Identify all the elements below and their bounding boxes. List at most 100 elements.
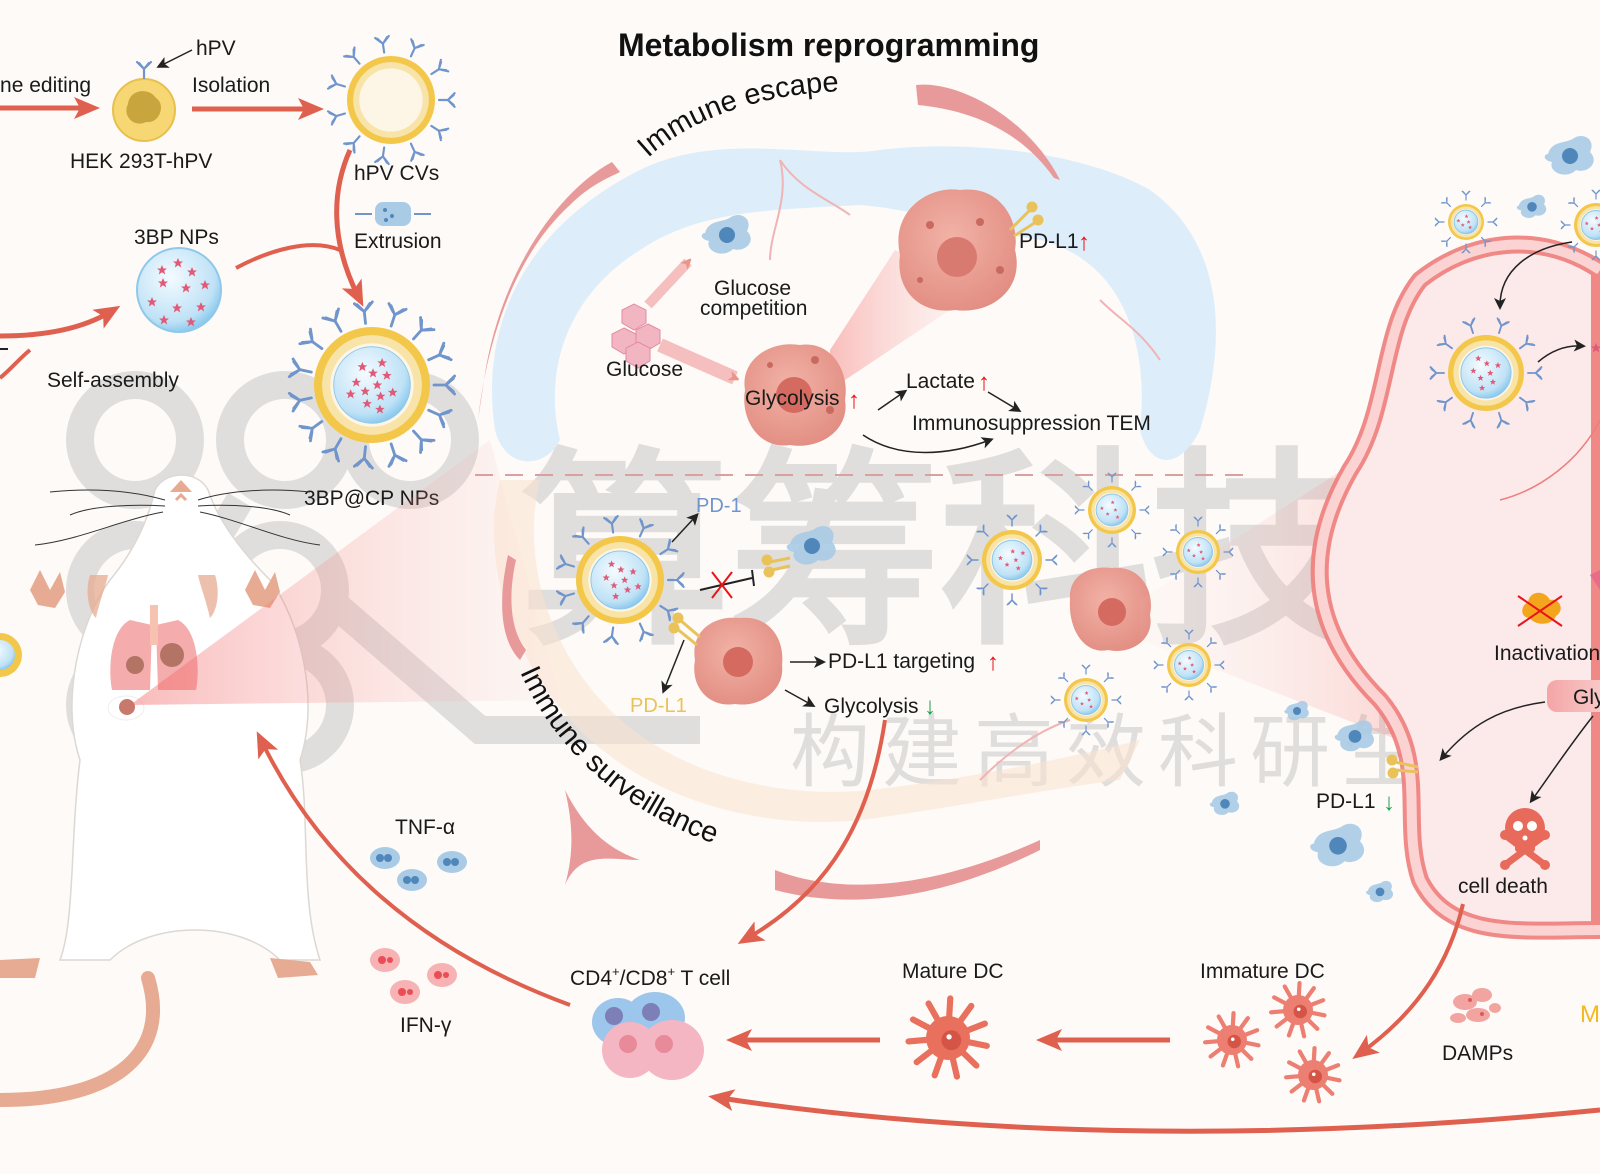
label-isolation: Isolation <box>192 74 270 97</box>
antibody-icon <box>1434 217 1445 227</box>
antibody-icon <box>403 38 425 61</box>
antibody-icon <box>381 302 408 331</box>
antibody-icon <box>1161 680 1174 693</box>
pink-band-right <box>916 84 1060 180</box>
antibody-icon <box>352 300 376 326</box>
antibody-icon <box>403 139 425 162</box>
arrow-np-to-tcell <box>737 719 887 945</box>
antibody-icon <box>1204 680 1217 693</box>
arrow-np-to-coating <box>235 243 341 270</box>
glycolysis-up-arrow: ↑ <box>848 387 860 414</box>
diagram-title: Metabolism reprogramming <box>618 27 1039 63</box>
label-gly-badge: Gly <box>1573 686 1600 709</box>
mouse-illustration <box>0 474 322 1107</box>
label-pd-l1-targeting: PD-L1 targeting <box>828 650 975 673</box>
t-cell-icon-right-3 <box>1310 823 1365 867</box>
t-cell-cd8: /CD8 <box>620 967 668 990</box>
arrow-lactate-to-tem <box>987 391 1022 413</box>
label-pd-l1-up: PD-L1 <box>1019 230 1079 253</box>
ifn-gamma-icon <box>370 948 457 1004</box>
immune-surveillance-zone <box>493 480 1141 900</box>
antibody-icon <box>1440 196 1454 210</box>
mature-dc-icon <box>905 995 990 1080</box>
mouse-tail <box>0 971 160 1107</box>
arrow-tumor-to-tem <box>862 434 994 454</box>
nanoparticle-small <box>1153 629 1225 701</box>
antibody-icon <box>426 58 450 81</box>
antibody-icon <box>298 327 329 358</box>
immature-dc-group <box>1202 980 1342 1104</box>
label-immunosuppression-tem: Immunosuppression TEM <box>912 412 1151 435</box>
t-cell-suffix: T cell <box>675 967 730 990</box>
label-3bp-nps: 3BP NPs <box>134 226 219 249</box>
arrow-glucose-to-tumor <box>657 338 735 385</box>
glucose-icon <box>611 303 661 369</box>
nanoparticles-right <box>1429 189 1600 429</box>
blocked-interaction <box>699 569 755 599</box>
label-glucose-competition-2: competition <box>700 297 807 320</box>
antibody-icon <box>1461 190 1471 201</box>
label-pd-l1-gold: PD-L1 <box>630 695 687 717</box>
antibody-icon <box>423 341 453 370</box>
label-glycolysis-up: Glycolysis <box>745 387 840 410</box>
antibody-icon <box>1487 217 1498 227</box>
pink-band-surveillance-bottom <box>775 840 1040 900</box>
label-glycolysis-down: Glycolysis <box>824 695 919 718</box>
partial-icon-right <box>1590 570 1600 590</box>
immature-dc-icon <box>1268 980 1327 1039</box>
label-glucose: Glucose <box>606 358 683 381</box>
antibody-icon <box>1478 196 1492 210</box>
t-cell-sup-2: + <box>667 964 675 979</box>
antibody-icon <box>343 130 366 154</box>
hpv-cv-vesicle <box>326 34 456 166</box>
t-cell-icon-right-1 <box>1544 135 1594 175</box>
arrow-hpv-pointer <box>156 49 193 68</box>
antibody-icon <box>381 439 408 468</box>
glycolysis-down-arrow: ↓ <box>924 693 936 720</box>
tumor-cell-glycolysis-icon <box>744 344 846 446</box>
arrow-death-to-dc <box>1352 903 1465 1060</box>
tumor-cell-np-cluster-icon <box>1069 567 1151 651</box>
pink-band-surveillance-arrowhead <box>565 790 640 885</box>
arrow-np-internalization <box>1494 241 1573 310</box>
label-pd-1: PD-1 <box>696 495 742 517</box>
antibody-icon <box>405 423 436 454</box>
label-lactate: Lactate <box>906 370 975 393</box>
escape-red-veins <box>769 159 1161 361</box>
arrow-glucose-to-tcell <box>644 262 688 309</box>
label-inactivation: Inactivation <box>1494 642 1600 665</box>
mature-dc <box>905 995 990 1080</box>
arrow-self-assembly <box>0 305 121 339</box>
antibody-icon <box>1111 695 1122 705</box>
lactate-up-arrow: ↑ <box>978 369 990 396</box>
label-cell-death: cell death <box>1458 875 1548 898</box>
t-cell-icon-right-6 <box>1366 880 1394 903</box>
nanoparticle-small <box>1074 472 1150 548</box>
antibody-icon <box>437 92 456 108</box>
antibody-icon <box>374 34 393 55</box>
t-cell-sup-1: + <box>612 964 620 979</box>
arrow-tcell-to-mouse <box>256 731 571 1007</box>
label-ifn-gamma: IFN-γ <box>400 1014 452 1037</box>
t-cell-cluster-icon <box>592 992 704 1080</box>
antibody-icon <box>1591 189 1600 200</box>
pink-band-surveillance-left <box>502 555 526 660</box>
arrow-pd-l1 <box>661 639 685 694</box>
tnf-alpha-icon <box>370 847 467 891</box>
nanoparticle-small <box>1162 516 1234 588</box>
pd-l1-up-arrow: ↑ <box>1078 229 1090 256</box>
3bp-nanoparticle-icon <box>136 247 222 333</box>
arrow-pd-1 <box>671 513 699 543</box>
arrow-cv-to-np <box>334 148 364 307</box>
label-hek-293t-hpv: HEK 293T-hPV <box>70 150 212 173</box>
inactivated-enzyme-icon <box>1517 592 1563 627</box>
arrow-to-lactate <box>877 389 908 411</box>
label-damps: DAMPs <box>1442 1042 1513 1065</box>
label-t-cell: CD4+/CD8+ T cell <box>570 964 730 990</box>
nanoparticle-small <box>966 514 1058 606</box>
nanoparticle-cluster <box>966 472 1234 736</box>
antibody-icon <box>1050 695 1061 705</box>
label-gene-editing: Gene editing <box>0 74 91 97</box>
3bp-cp-nanoparticle-icon <box>287 300 457 470</box>
